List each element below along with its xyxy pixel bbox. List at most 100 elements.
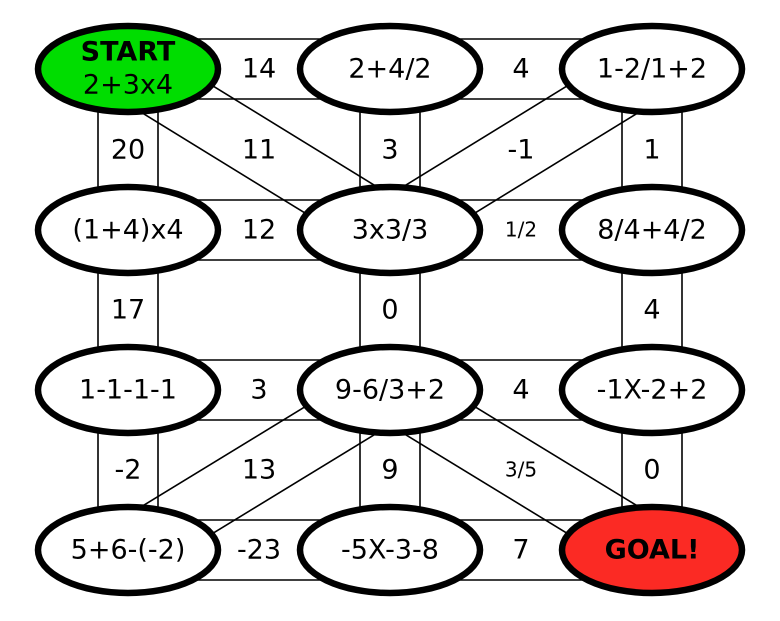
edge-weight-label: 17 xyxy=(111,295,145,326)
edge-label-backdrop xyxy=(495,373,547,407)
node-label-expression: -5X-3-8 xyxy=(341,535,439,566)
edge-weight-label: -1 xyxy=(508,135,535,166)
graph-edge[interactable] xyxy=(97,268,159,352)
node-label-expression: 2+3x4 xyxy=(83,70,173,101)
edge-weight-label: -23 xyxy=(237,535,281,566)
edge-rail xyxy=(136,404,309,510)
graph-node-plain[interactable]: 9-6/3+2 xyxy=(296,343,484,437)
node-label-expression: 5+6-(-2) xyxy=(71,535,186,566)
node-label-expression: 1-2/1+2 xyxy=(597,54,707,85)
edge-label-backdrop xyxy=(102,293,154,327)
graph-edge[interactable] xyxy=(450,519,592,581)
edge-label-backdrop xyxy=(233,213,285,247)
node-ellipse xyxy=(34,503,222,597)
edge-weight-label: 0 xyxy=(643,455,660,486)
node-ellipse xyxy=(296,22,484,116)
graph-edge[interactable] xyxy=(188,359,330,421)
graph-edge[interactable] xyxy=(97,107,159,192)
graph-node-plain[interactable]: 2+4/2 xyxy=(296,22,484,116)
edge-label-backdrop xyxy=(233,533,285,567)
edge-label-backdrop xyxy=(364,293,416,327)
graph-edge[interactable] xyxy=(621,107,683,192)
graph-edge[interactable] xyxy=(188,199,330,261)
edge-weight-label: 13 xyxy=(242,455,276,486)
graph-edge[interactable] xyxy=(450,359,592,421)
node-label-expression: -1X-2+2 xyxy=(597,375,708,406)
edge-rail xyxy=(398,83,571,190)
node-ellipse xyxy=(34,183,222,277)
edge-weight-label: 3/5 xyxy=(505,458,537,482)
edge-label-backdrop xyxy=(495,52,547,86)
edge-layer xyxy=(97,38,683,581)
node-label-primary: START xyxy=(81,37,176,68)
graph-node-plain[interactable]: 5+6-(-2) xyxy=(34,503,222,597)
node-label-expression: GOAL! xyxy=(605,535,700,566)
edge-weight-label: 0 xyxy=(381,295,398,326)
graph-node-plain[interactable]: 8/4+4/2 xyxy=(558,183,746,277)
edge-label-backdrop xyxy=(499,213,543,247)
node-label-expression: 1-1-1-1 xyxy=(79,375,177,406)
edge-weight-label: 12 xyxy=(242,215,276,246)
edge-label-backdrop xyxy=(233,373,285,407)
edge-rail xyxy=(398,430,571,536)
node-ellipse xyxy=(34,343,222,437)
graph-node-plain[interactable]: -5X-3-8 xyxy=(296,503,484,597)
graph-node-goal[interactable]: GOAL! xyxy=(558,503,746,597)
edge-label-backdrop xyxy=(364,453,416,487)
edge-rail xyxy=(471,109,644,216)
edge-weight-label: 4 xyxy=(512,54,529,85)
node-label-expression: 8/4+4/2 xyxy=(597,215,707,246)
node-ellipse xyxy=(558,22,746,116)
graph-node-plain[interactable]: -1X-2+2 xyxy=(558,343,746,437)
graph-node-plain[interactable]: (1+4)x4 xyxy=(34,183,222,277)
edge-label-backdrop xyxy=(102,453,154,487)
graph-edge[interactable] xyxy=(136,83,382,216)
edge-label-backdrop xyxy=(233,133,285,167)
edge-label-backdrop xyxy=(364,133,416,167)
edge-label-backdrop xyxy=(233,52,285,86)
graph-edge[interactable] xyxy=(359,428,421,512)
edge-weight-label: 3 xyxy=(381,135,398,166)
edge-label-backdrop xyxy=(499,453,543,487)
node-label-expression: (1+4)x4 xyxy=(72,215,183,246)
edge-rail xyxy=(209,430,382,536)
edge-weight-label: 14 xyxy=(242,54,276,85)
node-ellipse xyxy=(558,343,746,437)
node-ellipse xyxy=(558,183,746,277)
graph-edge[interactable] xyxy=(621,268,683,352)
edge-rail xyxy=(209,83,382,190)
edge-label-backdrop xyxy=(495,133,547,167)
graph-edge[interactable] xyxy=(136,404,382,536)
graph-edge[interactable] xyxy=(450,38,592,100)
edge-weight-label: -2 xyxy=(115,455,142,486)
edge-weight-label: 4 xyxy=(512,375,529,406)
graph-edge[interactable] xyxy=(359,107,421,192)
graph-edge[interactable] xyxy=(621,428,683,512)
graph-node-plain[interactable]: 1-2/1+2 xyxy=(558,22,746,116)
graph-edge[interactable] xyxy=(398,404,644,536)
graph-node-plain[interactable]: 3x3/3 xyxy=(296,183,484,277)
edge-rail xyxy=(136,109,309,216)
graph-edge[interactable] xyxy=(97,428,159,512)
node-ellipse xyxy=(296,343,484,437)
edge-label-backdrop xyxy=(626,133,678,167)
edge-weight-label: 4 xyxy=(643,295,660,326)
node-ellipse xyxy=(296,503,484,597)
node-ellipse xyxy=(558,503,746,597)
edge-weight-label: 20 xyxy=(111,135,145,166)
graph-edge[interactable] xyxy=(188,519,330,581)
node-ellipse xyxy=(296,183,484,277)
graph-edge[interactable] xyxy=(398,83,644,216)
edge-rail xyxy=(471,404,644,510)
edge-weight-label: 3 xyxy=(250,375,267,406)
graph-edge[interactable] xyxy=(359,268,421,352)
edge-label-backdrop xyxy=(626,453,678,487)
graph-node-plain[interactable]: 1-1-1-1 xyxy=(34,343,222,437)
graph-edge[interactable] xyxy=(188,38,330,100)
node-label-expression: 9-6/3+2 xyxy=(335,375,445,406)
graph-edge[interactable] xyxy=(450,199,592,261)
